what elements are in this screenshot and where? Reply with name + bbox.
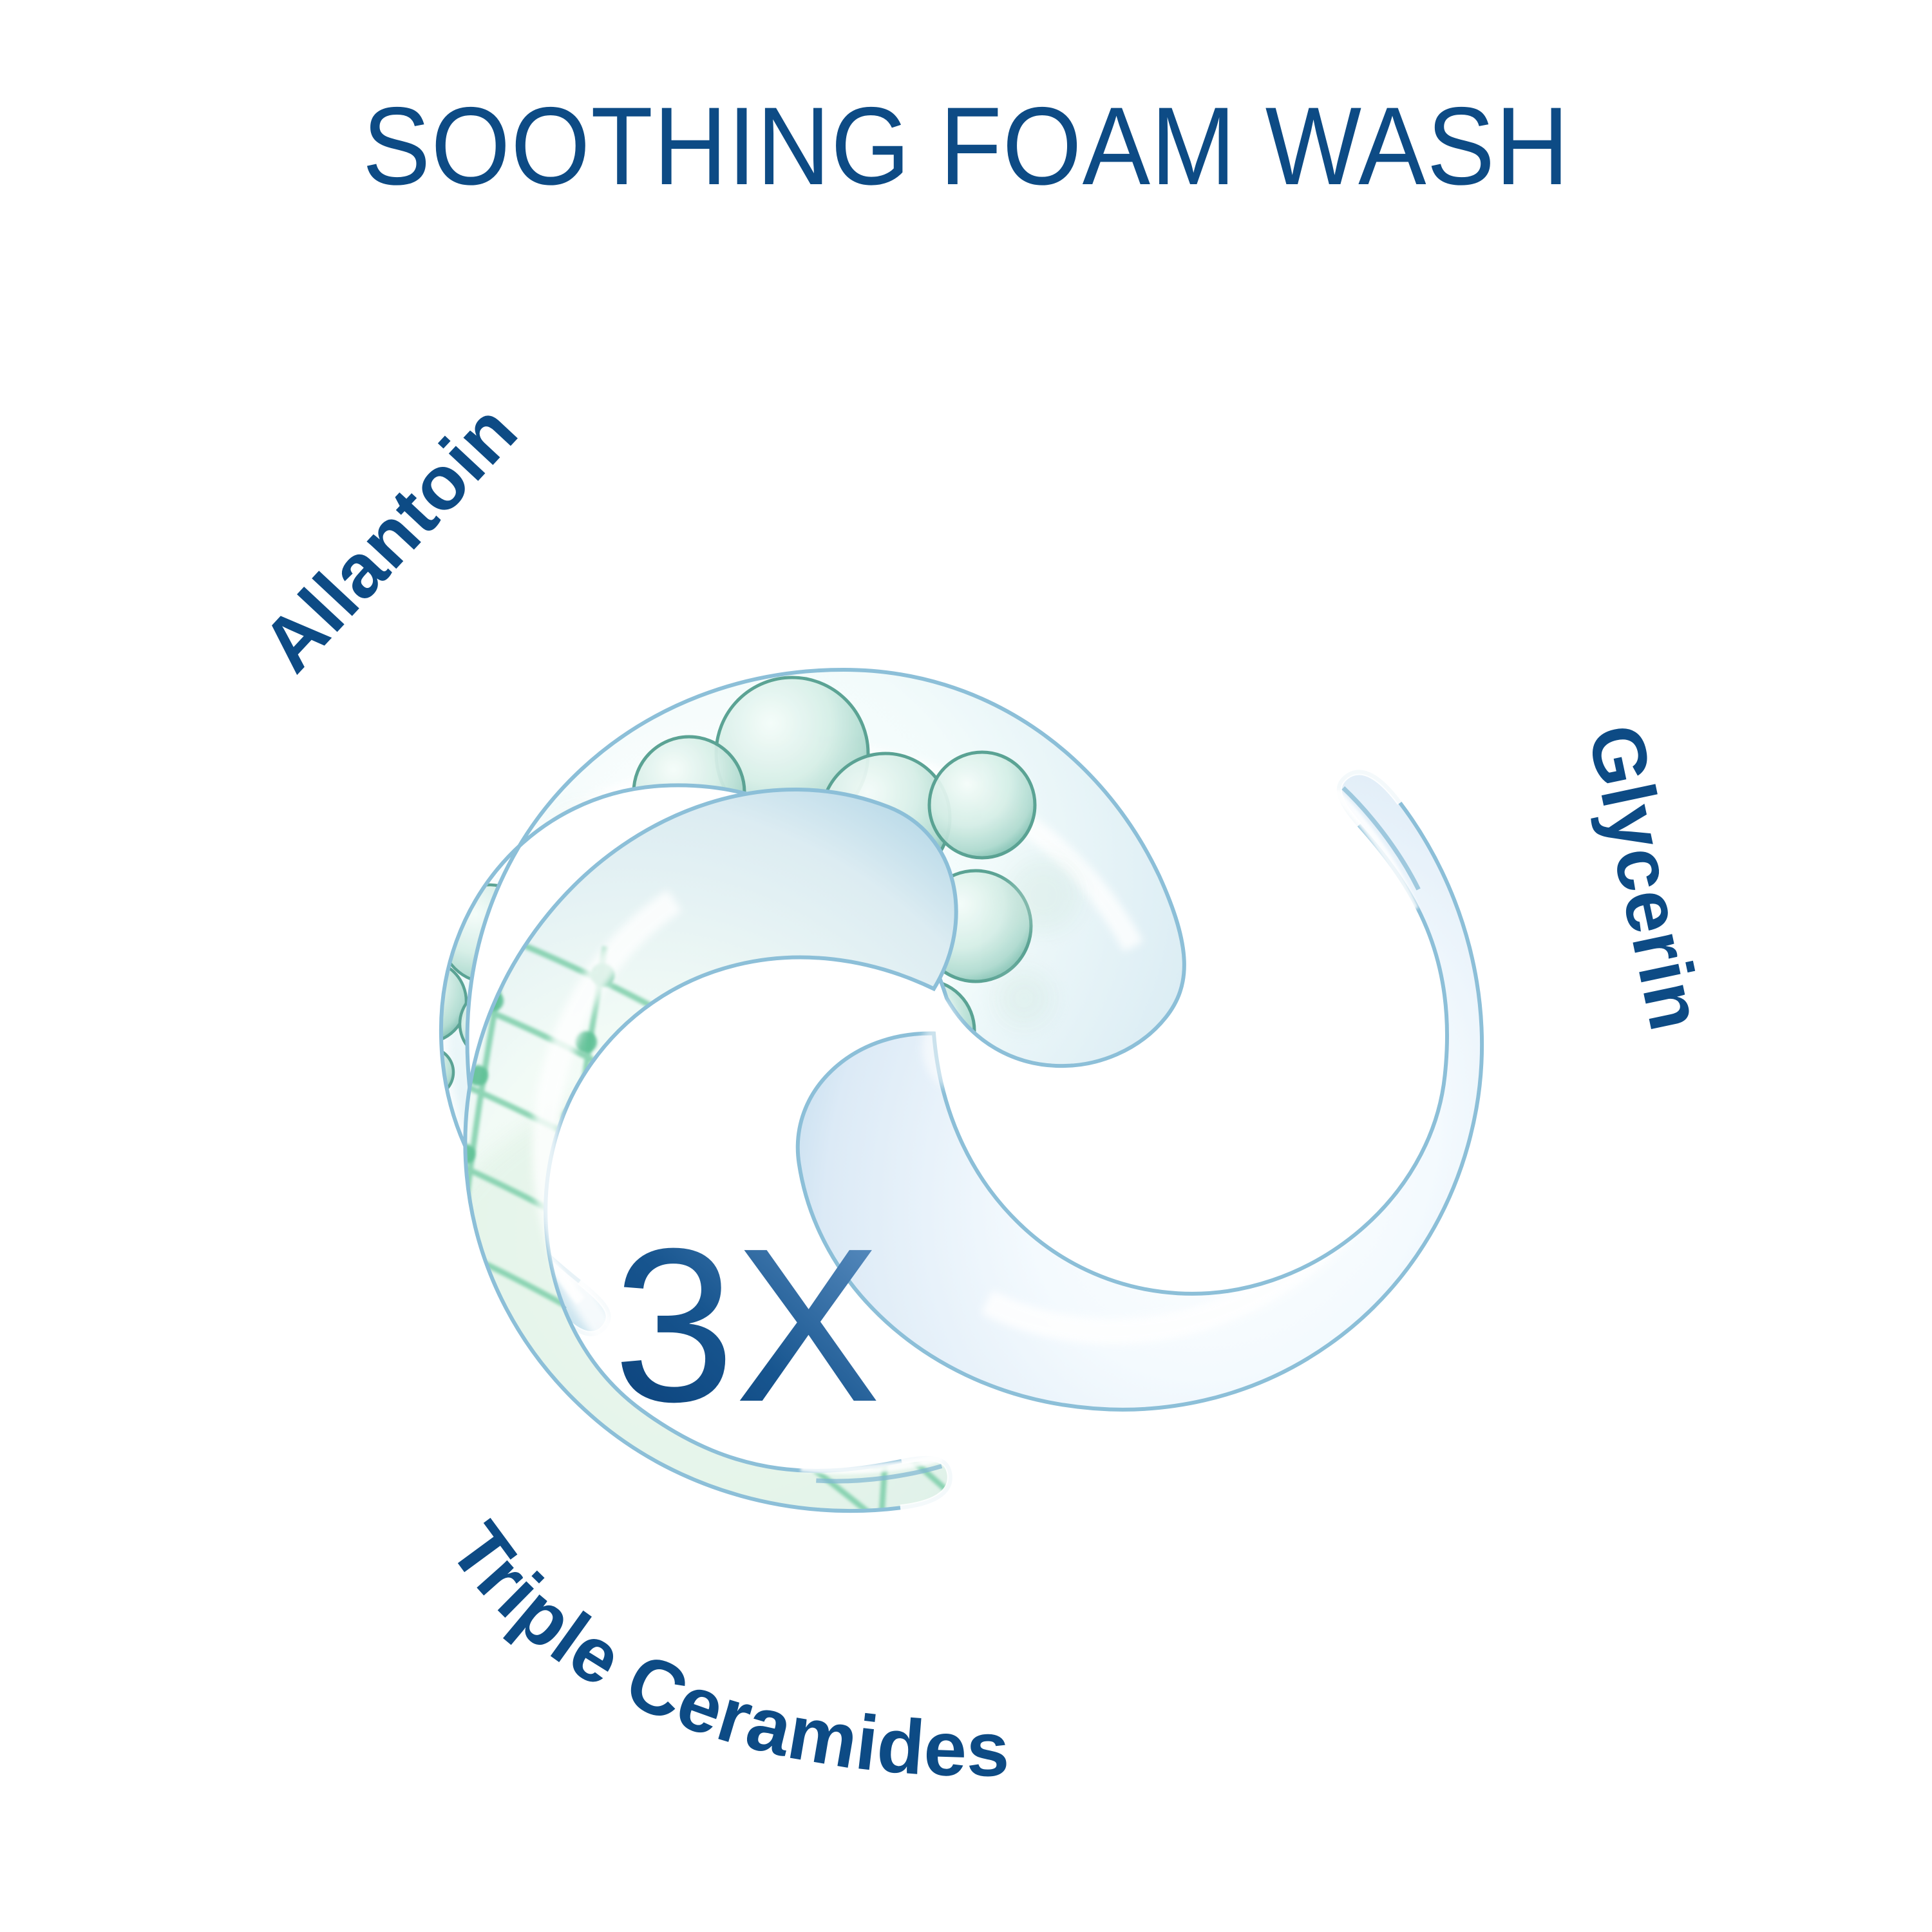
label-triple-ceramides: Triple Ceramides (433, 1508, 1010, 1793)
label-triple-ceramides-text: Triple Ceramides (433, 1508, 1009, 1793)
multiplier-badge: 3X (605, 1195, 927, 1465)
label-triple-ceramides-wrap: Triple Ceramides (412, 1494, 1314, 1855)
label-glycerin: Glycerin (1571, 717, 1719, 1038)
triskelion-emblem (303, 367, 1591, 1655)
page-title: SOOTHING FOAM WASH (362, 84, 1570, 208)
multiplier-text: 3X (613, 1203, 881, 1448)
